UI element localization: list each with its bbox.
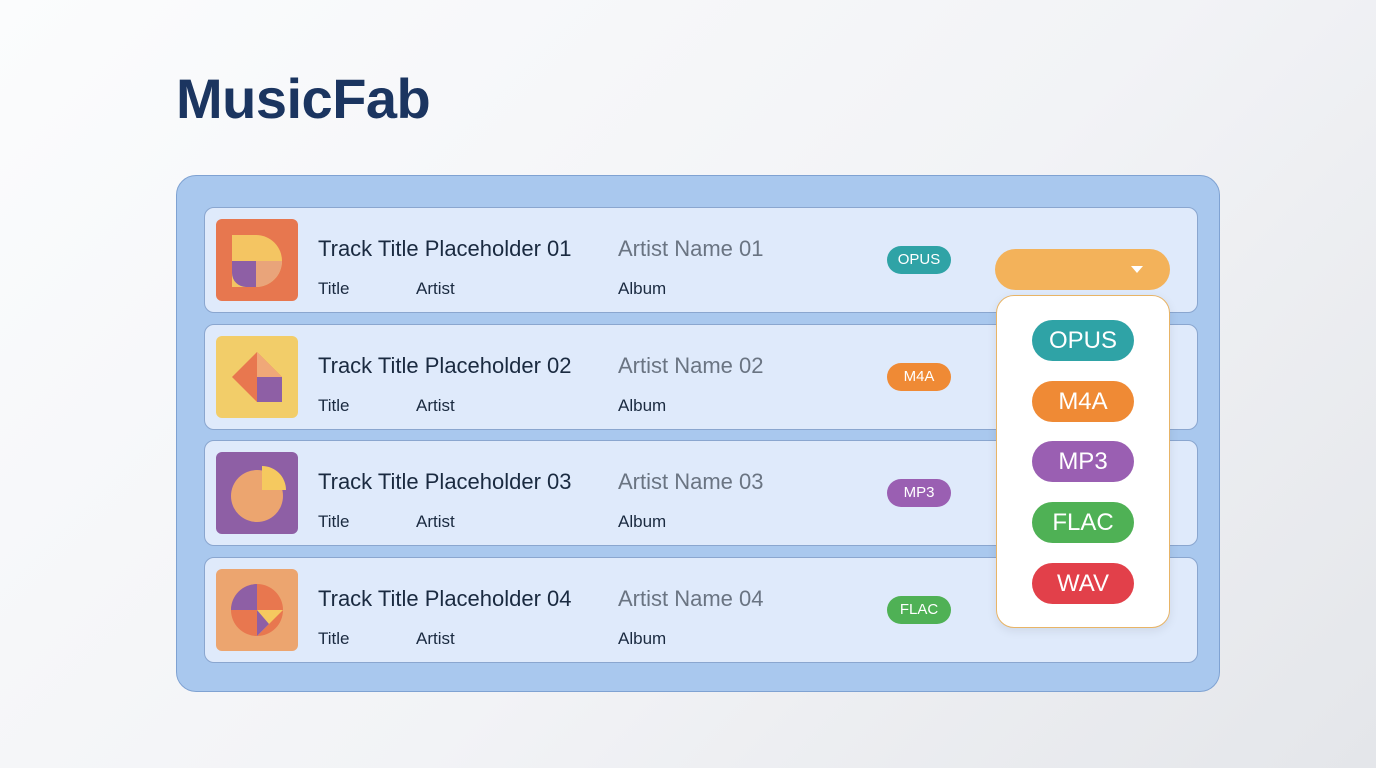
format-dropdown-menu: OPUS M4A MP3 FLAC WAV (996, 295, 1170, 628)
format-option-mp3[interactable]: MP3 (1032, 441, 1134, 482)
format-option-wav[interactable]: WAV (1032, 563, 1134, 604)
format-badge: OPUS (887, 246, 951, 274)
track-title: Track Title Placeholder 03 (318, 469, 572, 494)
app-title: MusicFab (176, 67, 431, 130)
format-option-m4a[interactable]: M4A (1032, 381, 1134, 422)
track-title: Track Title Placeholder 02 (318, 353, 572, 378)
format-badge: MP3 (887, 479, 951, 507)
format-dropdown-button[interactable] (995, 249, 1170, 290)
title-column-label: Title (318, 279, 350, 298)
artist-name: Artist Name 03 (618, 469, 764, 494)
format-option-flac[interactable]: FLAC (1032, 502, 1134, 543)
artist-column-label: Artist (416, 512, 455, 531)
album-art-pie-chart-icon (216, 452, 298, 534)
album-column-label: Album (618, 396, 667, 415)
artist-name: Artist Name 04 (618, 586, 764, 611)
album-column-label: Album (618, 629, 667, 648)
album-column-label: Album (618, 512, 667, 531)
artist-name: Artist Name 02 (618, 353, 764, 378)
format-badge: FLAC (887, 596, 951, 624)
format-badge: M4A (887, 363, 951, 391)
title-column-label: Title (318, 396, 350, 415)
artist-column-label: Artist (416, 279, 455, 298)
track-row[interactable]: Track Title Placeholder 01 Artist Name 0… (204, 207, 1198, 313)
title-column-label: Title (318, 629, 350, 648)
track-title: Track Title Placeholder 04 (318, 586, 572, 611)
artist-column-label: Artist (416, 396, 455, 415)
artist-column-label: Artist (416, 629, 455, 648)
album-column-label: Album (618, 279, 667, 298)
format-option-opus[interactable]: OPUS (1032, 320, 1134, 361)
artist-name: Artist Name 01 (618, 236, 764, 261)
album-art-d-shape-icon (216, 219, 298, 301)
track-title: Track Title Placeholder 01 (318, 236, 572, 261)
album-art-pie-triangle-icon (216, 569, 298, 651)
album-art-diamond-square-icon (216, 336, 298, 418)
title-column-label: Title (318, 512, 350, 531)
caret-down-icon (1131, 266, 1143, 273)
